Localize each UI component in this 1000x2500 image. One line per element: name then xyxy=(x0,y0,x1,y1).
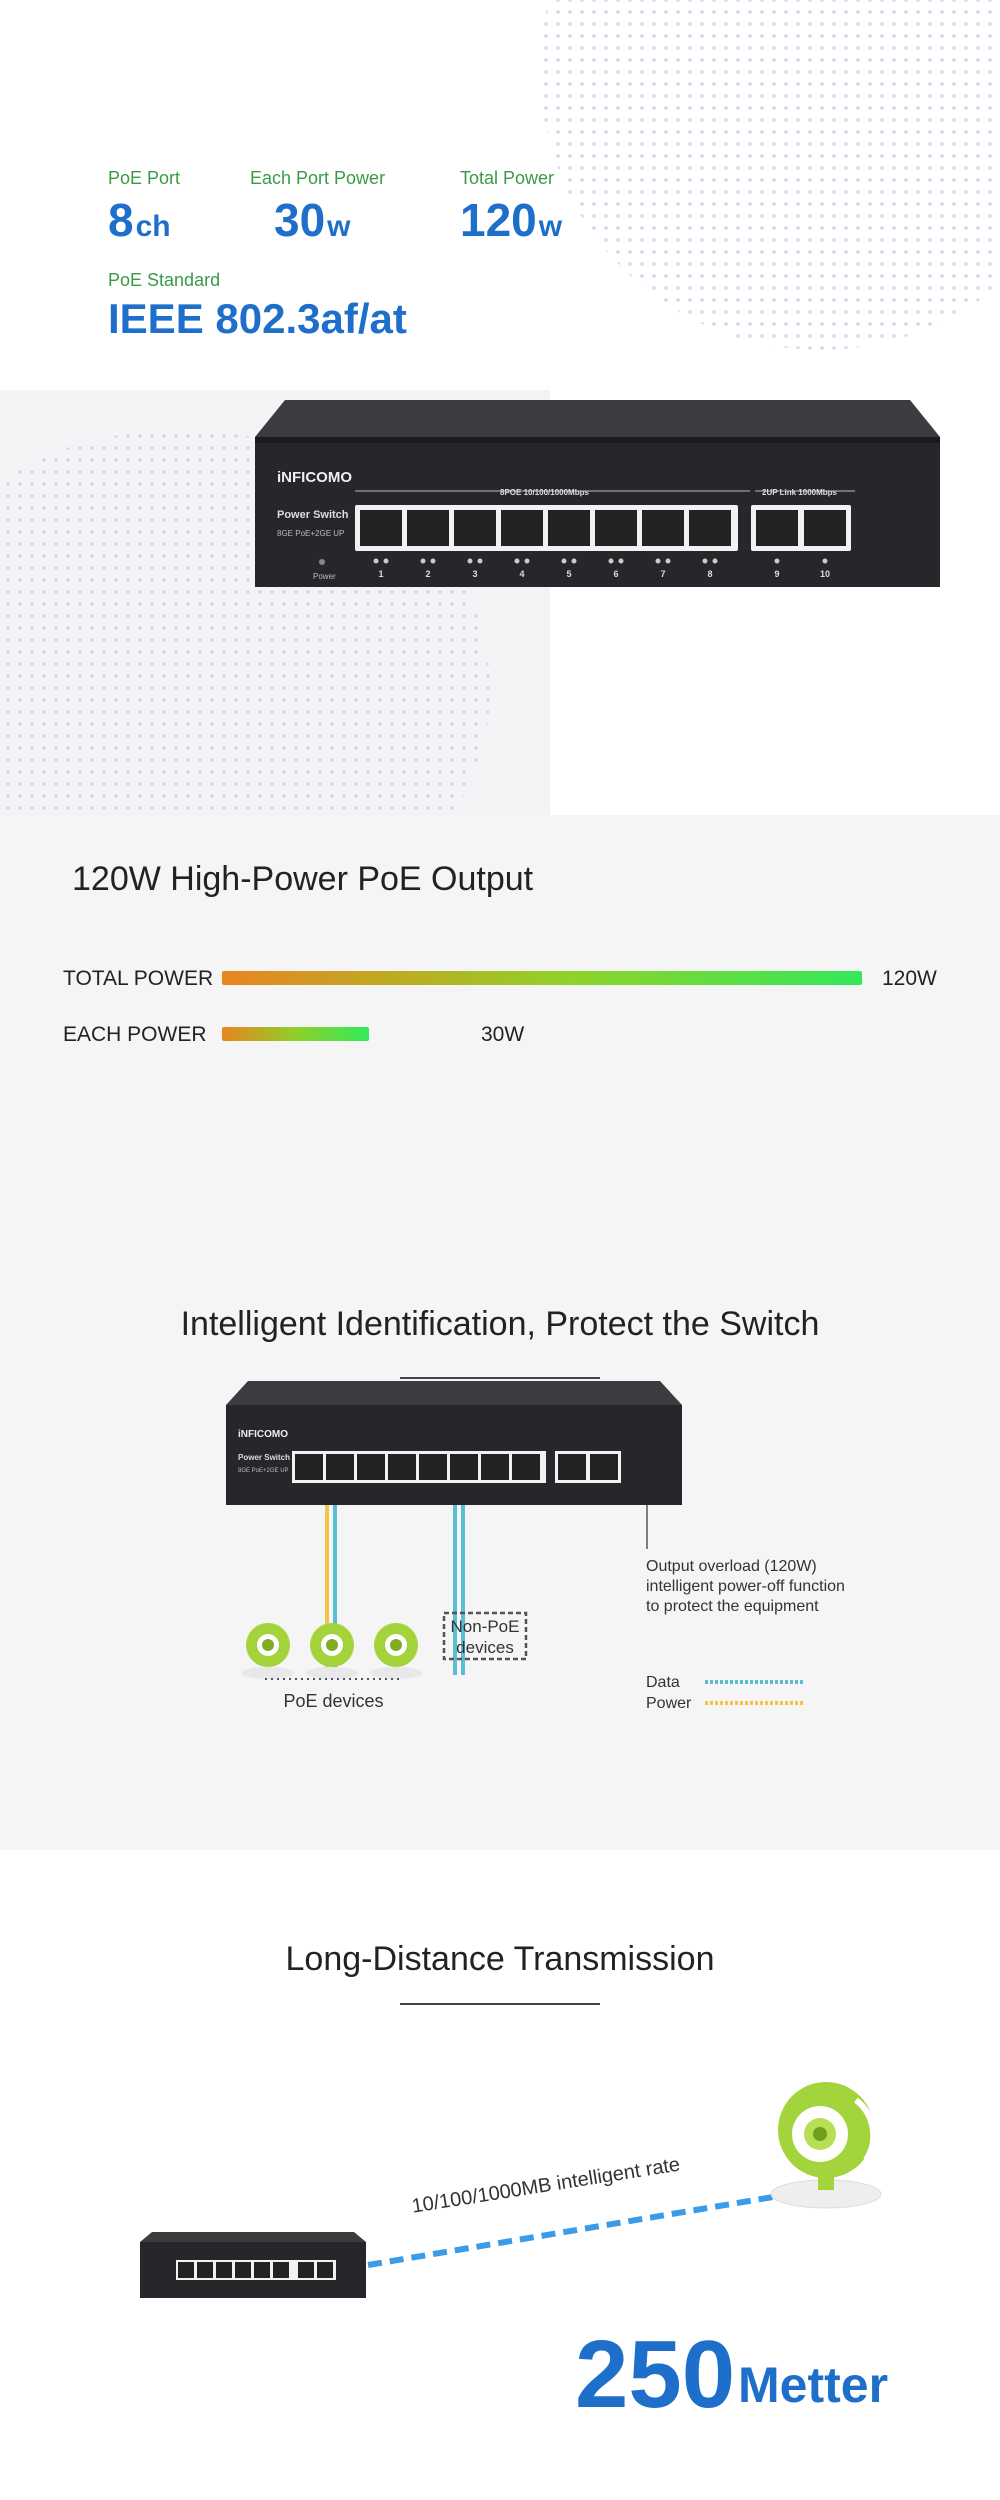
each-power-bar-value: 30W xyxy=(481,1023,525,1046)
total-power-number: 120 xyxy=(460,194,537,246)
diagram-switch-model-line2: 8GE PoE+2GE UP xyxy=(238,1468,289,1474)
switch-product-image: iNFICOMO Power Switch 8GE PoE+2GE UP Pow… xyxy=(255,400,940,587)
distance-value: 250 xyxy=(575,2321,736,2428)
switch-poe-group-label: 8POE 10/100/1000Mbps xyxy=(500,488,589,497)
small-switch-image xyxy=(140,2232,366,2298)
total-power-label: Total Power xyxy=(460,168,555,188)
switch-power-label: Power xyxy=(313,572,336,581)
each-power-bar xyxy=(222,1027,370,1041)
overload-line3: to protect the equipment xyxy=(646,1598,819,1615)
diagram-switch-brand: iNFICOMO xyxy=(238,1429,288,1440)
port-number-10: 10 xyxy=(820,569,830,579)
poe-port-value: 8ch xyxy=(108,195,180,246)
legend-power-label: Power xyxy=(646,1695,692,1712)
each-port-power-label: Each Port Power xyxy=(250,168,386,188)
overload-line2: intelligent power-off function xyxy=(646,1578,845,1595)
spec-each-port-power: Each Port Power 30w xyxy=(250,168,385,246)
switch-brand: iNFICOMO xyxy=(277,469,352,486)
spec-poe-standard: PoE Standard IEEE 802.3af/at xyxy=(108,270,407,343)
specs-section: PoE Port 8ch Each Port Power 30w Total P… xyxy=(0,0,1000,390)
camera-icon xyxy=(770,2082,882,2209)
poe-standard-value: IEEE 802.3af/at xyxy=(108,295,407,342)
camera-icon xyxy=(370,1623,422,1679)
power-output-title: 120W High-Power PoE Output xyxy=(72,860,534,898)
each-port-power-value: 30w xyxy=(250,195,385,246)
switch-diagram-image: iNFICOMO Power Switch 8GE PoE+2GE UP xyxy=(226,1381,682,1505)
poe-camera-icons xyxy=(242,1623,422,1679)
distance-title-underline xyxy=(400,2003,600,2005)
switch-uplink-group-label: 2UP Link 1000Mbps xyxy=(762,488,838,497)
port-number-5: 5 xyxy=(566,569,571,579)
each-power-bar-label: EACH POWER xyxy=(63,1023,207,1046)
total-power-unit: w xyxy=(538,210,563,243)
poe-port-number: 8 xyxy=(108,194,134,246)
distance-title: Long-Distance Transmission xyxy=(285,1940,715,1978)
distance-unit: Metter xyxy=(738,2357,889,2413)
port-number-4: 4 xyxy=(519,569,524,579)
total-power-value: 120w xyxy=(460,195,562,246)
diagram-switch-model-line1: Power Switch xyxy=(238,1453,290,1462)
power-output-section: 120W High-Power PoE Output TOTAL POWER 1… xyxy=(0,815,1000,1255)
total-power-bar xyxy=(222,971,862,985)
product-section: iNFICOMO Power Switch 8GE PoE+2GE UP Pow… xyxy=(0,390,1000,815)
each-port-power-unit: w xyxy=(327,210,351,243)
identification-section: Intelligent Identification, Protect the … xyxy=(0,1255,1000,1850)
overload-description: Output overload (120W) intelligent power… xyxy=(646,1557,845,1617)
non-poe-devices-label: Non-PoE devices xyxy=(444,1616,526,1659)
spec-total-power: Total Power 120w xyxy=(460,168,562,246)
camera-icon xyxy=(242,1623,294,1679)
each-port-power-number: 30 xyxy=(274,194,326,246)
port-number-6: 6 xyxy=(613,569,618,579)
switch-model-line2: 8GE PoE+2GE UP xyxy=(277,529,344,538)
total-power-bar-value: 120W xyxy=(882,967,937,990)
legend-data-label: Data xyxy=(646,1674,680,1691)
poe-devices-label: PoE devices xyxy=(283,1691,384,1711)
port-number-3: 3 xyxy=(472,569,477,579)
switch-model-line1: Power Switch xyxy=(277,509,349,521)
non-poe-line2: devices xyxy=(456,1638,514,1658)
poe-standard-label: PoE Standard xyxy=(108,270,221,290)
dot-pattern-decoration xyxy=(540,0,1000,350)
port-number-8: 8 xyxy=(707,569,712,579)
port-number-2: 2 xyxy=(425,569,430,579)
port-number-1: 1 xyxy=(378,569,383,579)
poe-port-label: PoE Port xyxy=(108,168,181,188)
identification-diagram: iNFICOMO Power Switch 8GE PoE+2GE UP xyxy=(226,1381,805,1705)
non-poe-line1: Non-PoE xyxy=(450,1617,520,1636)
camera-icon xyxy=(306,1623,358,1679)
identification-title-underline xyxy=(400,1377,600,1379)
port-number-7: 7 xyxy=(660,569,665,579)
distance-section: Long-Distance Transmission xyxy=(0,1850,1000,2500)
distance-diagram xyxy=(140,2082,882,2298)
poe-port-unit: ch xyxy=(135,210,171,243)
port-number-9: 9 xyxy=(774,569,779,579)
spec-poe-port: PoE Port 8ch xyxy=(108,168,180,246)
identification-title: Intelligent Identification, Protect the … xyxy=(180,1305,820,1343)
overload-line1: Output overload (120W) xyxy=(646,1558,817,1575)
total-power-bar-label: TOTAL POWER xyxy=(63,967,214,990)
